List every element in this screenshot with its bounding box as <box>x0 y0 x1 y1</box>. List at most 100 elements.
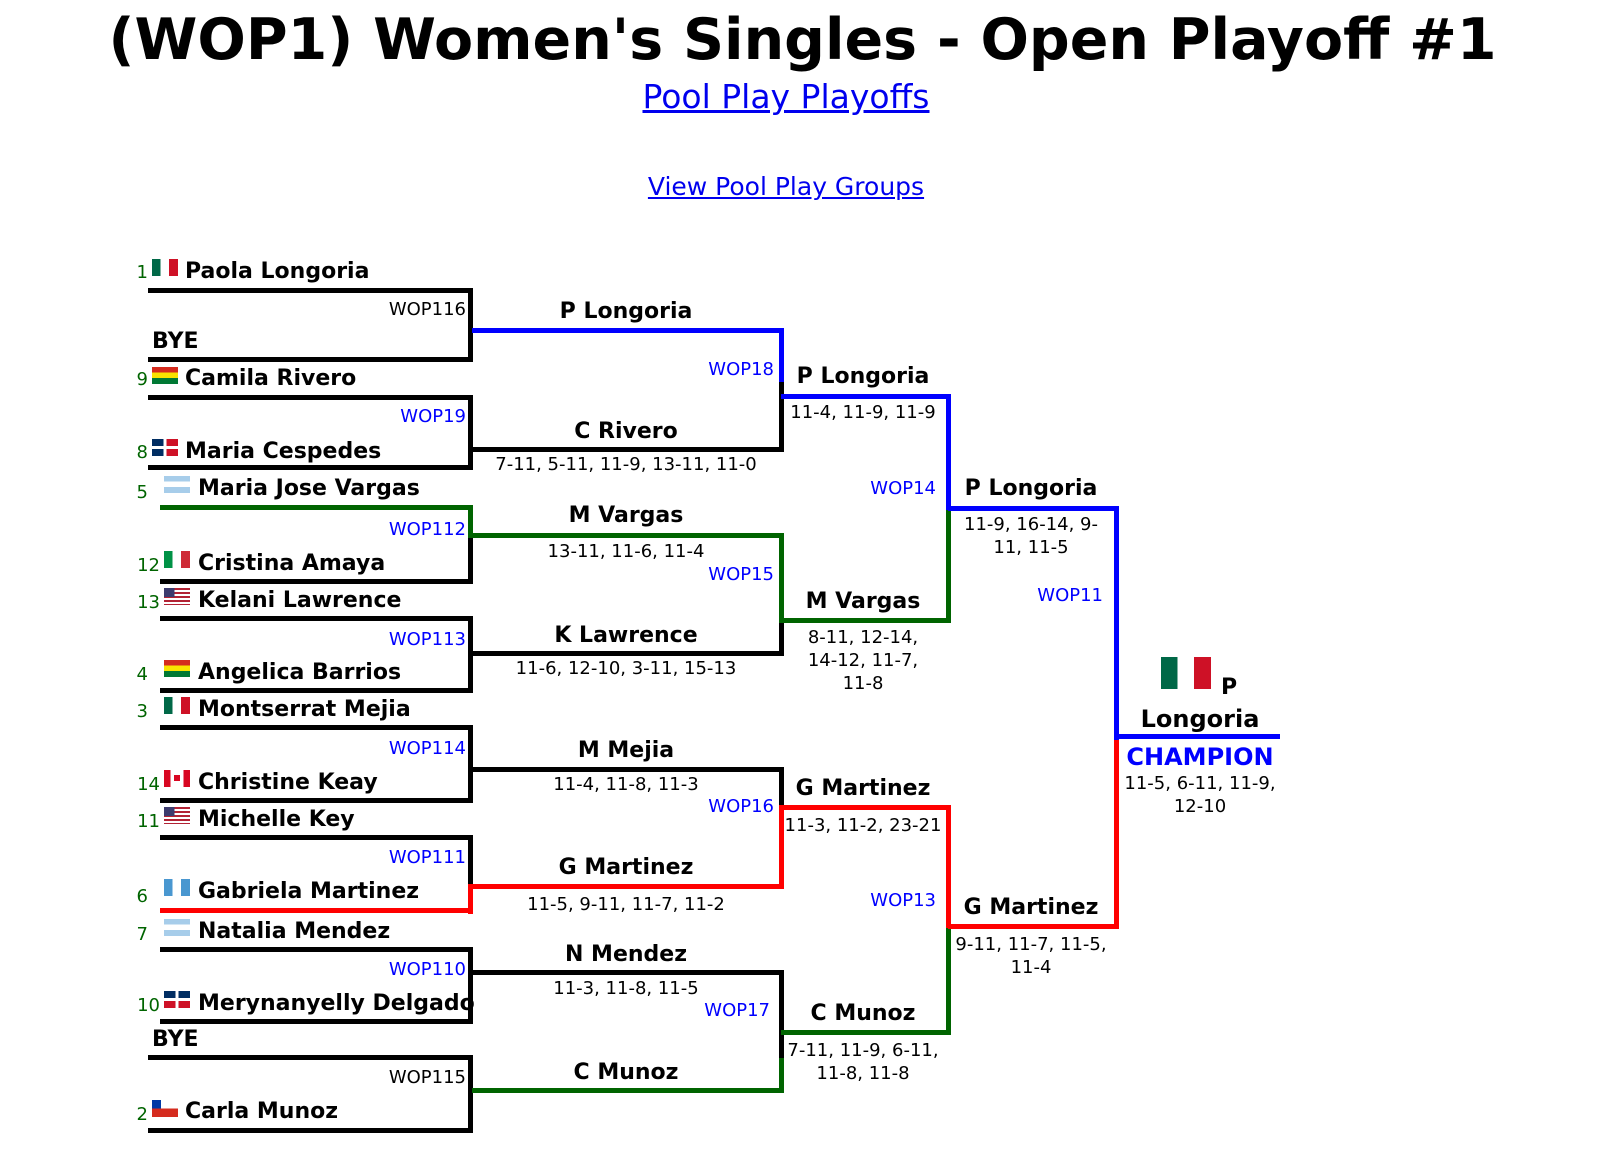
flag-bolivia-icon <box>152 367 178 384</box>
player-name[interactable]: Gabriela Martinez <box>198 879 420 904</box>
match-code[interactable]: WOP113 <box>388 629 466 650</box>
bracket-line <box>781 618 950 623</box>
match-code[interactable]: WOP17 <box>704 1000 770 1021</box>
bracket-line <box>468 395 473 470</box>
flag-mexico-icon <box>1161 657 1211 689</box>
flag-chile-icon <box>152 1100 178 1117</box>
seed: 11 <box>137 811 160 832</box>
bracket-line <box>472 533 784 538</box>
bracket-line <box>779 382 784 452</box>
bracket-line <box>472 884 784 889</box>
winner-name: K Lawrence <box>554 623 698 648</box>
match-code[interactable]: WOP116 <box>388 299 466 320</box>
flag-mexico-icon <box>152 259 178 276</box>
flag-guatemala-icon <box>164 879 190 896</box>
bye-label: BYE <box>152 329 199 354</box>
bracket-line <box>779 767 784 807</box>
pool-play-playoffs-link[interactable]: Pool Play Playoffs <box>642 77 930 116</box>
bracket-line <box>781 805 950 810</box>
winner-name: P Longoria <box>796 364 930 389</box>
bracket-line <box>148 1055 473 1060</box>
match-code[interactable]: WOP110 <box>388 959 466 980</box>
player-name[interactable]: Camila Rivero <box>185 366 357 391</box>
seed: 7 <box>136 924 148 945</box>
seed: 9 <box>136 369 148 390</box>
match-code[interactable]: WOP15 <box>708 564 774 585</box>
match-code[interactable]: WOP16 <box>708 796 774 817</box>
player-name[interactable]: Cristina Amaya <box>198 551 386 576</box>
player-name[interactable]: Kelani Lawrence <box>198 588 402 613</box>
bracket-line <box>779 1058 784 1093</box>
player-name[interactable]: Montserrat Mejia <box>198 697 411 722</box>
view-pool-play-groups-link[interactable]: View Pool Play Groups <box>647 172 925 201</box>
bracket-line <box>468 835 473 885</box>
champion-name: Longoria <box>1140 705 1260 733</box>
player-name[interactable]: Natalia Mendez <box>198 919 391 944</box>
match-code[interactable]: WOP19 <box>400 406 466 427</box>
bracket-line <box>468 947 473 1024</box>
bracket-line <box>148 465 473 470</box>
bracket-line <box>468 884 473 914</box>
bracket-line <box>468 616 473 693</box>
seed: 10 <box>137 995 160 1016</box>
bracket-line <box>1114 506 1119 740</box>
flag-dominican-republic-icon <box>164 991 190 1008</box>
flag-argentina-icon <box>164 476 190 493</box>
match-code[interactable]: WOP14 <box>870 478 936 499</box>
match-code[interactable]: WOP18 <box>708 359 774 380</box>
bracket-line <box>472 651 784 656</box>
bracket-line <box>948 506 1118 511</box>
winner-name: C Munoz <box>573 1060 679 1085</box>
player-name[interactable]: Maria Cespedes <box>185 439 382 464</box>
winner-name: P Longoria <box>559 299 693 324</box>
bracket-line <box>468 505 473 538</box>
seed: 14 <box>137 774 160 795</box>
match-code[interactable]: WOP114 <box>388 738 466 759</box>
player-name[interactable]: Maria Jose Vargas <box>198 476 420 501</box>
bracket-line <box>948 924 1118 929</box>
winner-name: P Longoria <box>964 476 1098 501</box>
match-score: 13-11, 11-6, 11-4 <box>547 541 705 562</box>
match-score: 9-11, 11-7, 11-5, 11-4 <box>955 934 1107 978</box>
bracket-line <box>468 288 473 362</box>
bracket-line <box>148 1128 473 1133</box>
seed: 2 <box>136 1104 148 1125</box>
seed: 3 <box>136 701 148 722</box>
bracket-line <box>472 767 784 772</box>
bracket-line <box>781 1030 950 1035</box>
flag-usa-icon <box>164 807 190 824</box>
player-name[interactable]: Paola Longoria <box>185 259 370 284</box>
match-score: 8-11, 12-14, 14-12, 11-7, 11-8 <box>807 627 919 694</box>
bracket-line <box>148 357 473 362</box>
match-score: 11-3, 11-2, 23-21 <box>784 815 942 836</box>
match-score: 7-11, 11-9, 6-11, 11-8, 11-8 <box>787 1040 939 1084</box>
bracket-line <box>160 1019 473 1024</box>
player-name[interactable]: Carla Munoz <box>185 1099 339 1124</box>
player-name[interactable]: Christine Keay <box>198 770 378 795</box>
bracket-line <box>472 328 784 333</box>
match-code[interactable]: WOP11 <box>1037 585 1103 606</box>
flag-argentina-icon <box>164 919 190 936</box>
bracket-line <box>468 1055 473 1133</box>
bracket-line <box>1114 740 1119 929</box>
match-code[interactable]: WOP111 <box>388 847 466 868</box>
bracket-line <box>779 328 784 382</box>
flag-canada-icon <box>164 770 190 787</box>
match-code[interactable]: WOP115 <box>388 1067 466 1088</box>
winner-name: N Mendez <box>564 942 688 967</box>
bracket-line <box>160 798 473 803</box>
player-name[interactable]: Merynanyelly Delgado <box>198 991 475 1016</box>
player-name[interactable]: Michelle Key <box>198 807 355 832</box>
page-title: (WOP1) Women's Singles - Open Playoff #1 <box>108 7 1497 73</box>
player-name[interactable]: Angelica Barrios <box>198 660 402 685</box>
bracket-line <box>160 908 473 913</box>
bracket-line <box>472 970 784 975</box>
winner-name: C Munoz <box>810 1001 916 1026</box>
bracket-line <box>160 579 473 584</box>
final-score: 11-5, 6-11, 11-9, 12-10 <box>1124 773 1276 817</box>
match-score: 11-4, 11-9, 11-9 <box>790 402 936 423</box>
match-code[interactable]: WOP13 <box>870 890 936 911</box>
match-score: 11-6, 12-10, 3-11, 15-13 <box>515 658 737 679</box>
bracket-line <box>468 725 473 803</box>
match-code[interactable]: WOP112 <box>388 519 466 540</box>
